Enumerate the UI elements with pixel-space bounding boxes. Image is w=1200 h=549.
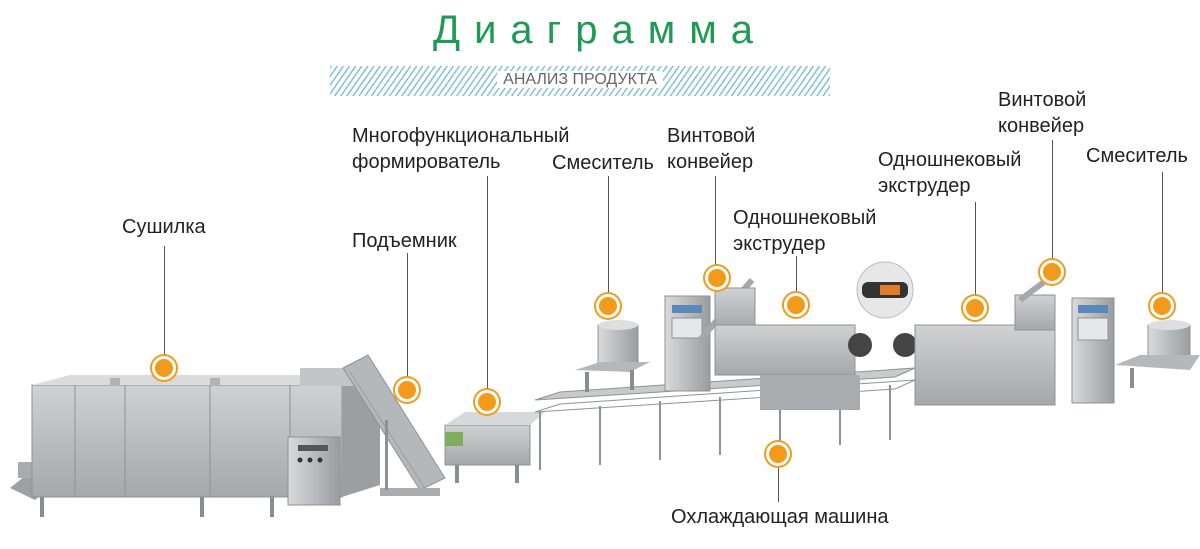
marker-extruder-left (784, 293, 808, 317)
label-extruder-left-line2: экструдер (733, 233, 826, 255)
label-lift: Подъемник (352, 230, 457, 252)
label-extruder-right-line2: экструдер (878, 175, 971, 197)
marker-dryer (152, 356, 176, 380)
marker-mixer-left (596, 294, 620, 318)
mixer-right-machine (1115, 320, 1200, 388)
label-screw-right-line2: конвейер (998, 115, 1085, 137)
label-mixer-right: Смеситель (1086, 145, 1188, 167)
marker-extruder-right (963, 296, 987, 320)
marker-screw-right (1040, 260, 1064, 284)
leader-screw-right (1052, 140, 1053, 260)
label-extruder-right-line1: Одношнековый (878, 149, 1022, 171)
marker-lift (395, 378, 419, 402)
mixer-left-machine (575, 320, 650, 392)
label-former-line2: формирователь (352, 151, 501, 173)
leader-cooler (778, 462, 779, 502)
leader-dryer (164, 246, 165, 356)
label-screw-left: Винтовой конвейер (667, 123, 755, 175)
label-former-line1: Многофункциональный (352, 125, 570, 147)
lift-machine (342, 354, 446, 496)
extruder-left-machine (714, 287, 872, 410)
former-machine (444, 412, 545, 483)
label-extruder-left-line1: Одношнековый (733, 207, 877, 229)
extruder-right-machine (893, 267, 1062, 406)
leader-former (487, 176, 488, 390)
leader-extruder-left (796, 256, 797, 293)
subtitle-text: АНАЛИЗ ПРОДУКТА (497, 71, 663, 88)
dryer-control-cabinet (287, 436, 341, 506)
marker-screw-left (705, 266, 729, 290)
leader-mixer-right (1162, 172, 1163, 294)
control-cabinet-left (664, 295, 711, 392)
label-dryer: Сушилка (122, 216, 206, 238)
control-cabinet-right (1071, 297, 1115, 404)
label-screw-right: Винтовой конвейер (998, 87, 1086, 139)
die-inset (856, 261, 914, 319)
label-extruder-right: Одношнековый экструдер (878, 147, 1021, 199)
leader-extruder-right (975, 202, 976, 296)
label-screw-left-line1: Винтовой (667, 125, 756, 147)
diagram-subtitle: АНАЛИЗ ПРОДУКТА (330, 66, 830, 96)
marker-mixer-right (1150, 294, 1174, 318)
label-extruder-left: Одношнековый экструдер (733, 205, 876, 257)
leader-lift (407, 253, 408, 377)
label-former: Многофункциональный формирователь (352, 123, 569, 175)
marker-former (475, 390, 499, 414)
label-screw-left-line2: конвейер (667, 151, 754, 173)
leader-mixer-left (608, 176, 609, 294)
label-screw-right-line1: Винтовой (998, 89, 1087, 111)
label-cooler: Охлаждающая машина (671, 506, 889, 528)
diagram-title: Диаграмма (432, 8, 767, 52)
label-mixer-left: Смеситель (552, 152, 654, 174)
marker-cooler (766, 442, 790, 466)
leader-screw-left (715, 176, 716, 266)
